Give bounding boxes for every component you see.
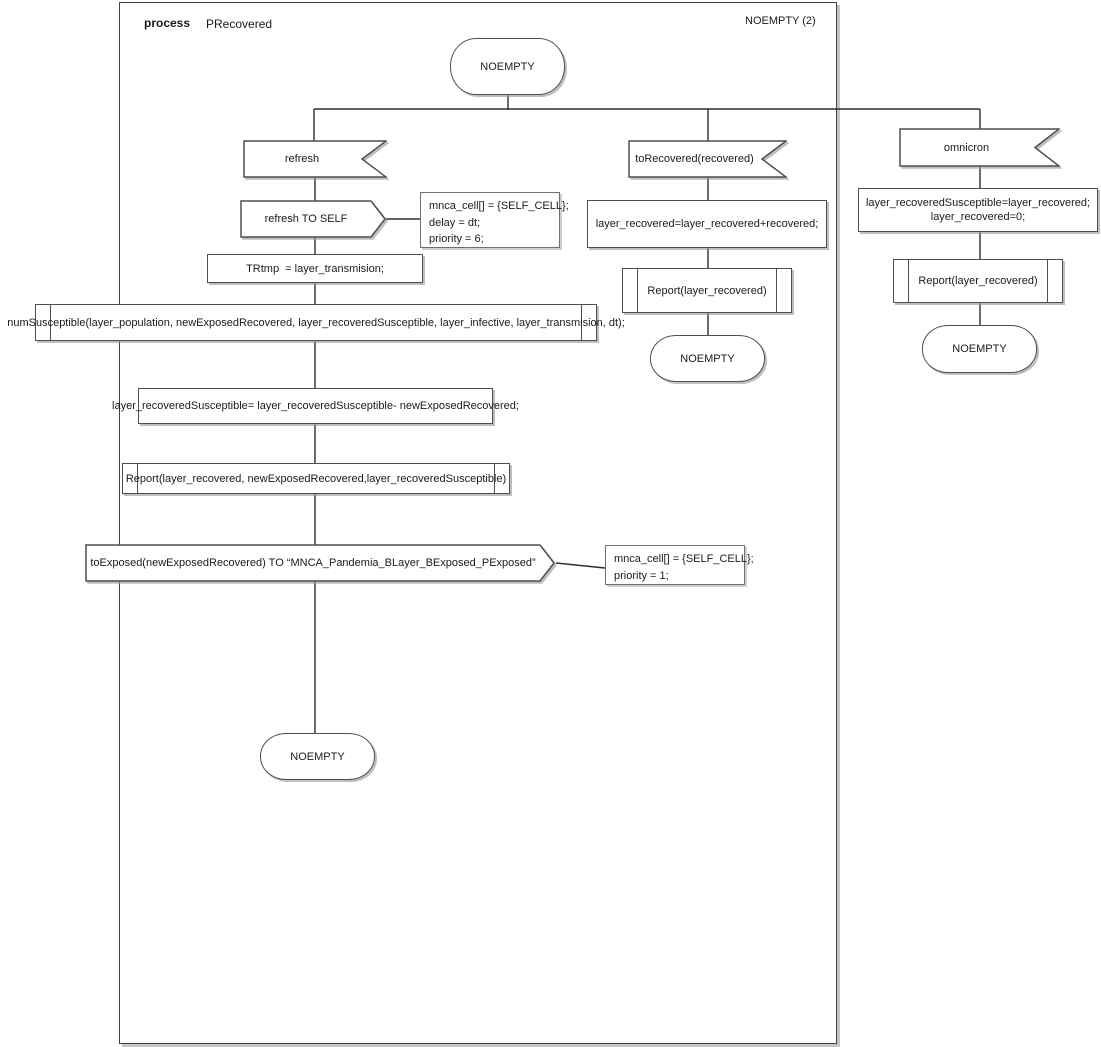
output-refresh-to-self-label: refresh TO SELF xyxy=(264,213,348,225)
task-update-recovered[interactable]: layer_recovered=layer_recovered+recovere… xyxy=(587,200,827,248)
corner-state-label: NOEMPTY (2) xyxy=(745,15,816,27)
task-reset-recovered[interactable]: layer_recoveredSusceptible=layer_recover… xyxy=(858,188,1098,232)
state-noempty-end-left[interactable]: NOEMPTY xyxy=(260,733,375,780)
input-refresh[interactable]: refresh xyxy=(243,140,387,178)
procedure-inner-line xyxy=(50,305,51,340)
state-noempty-end-right[interactable]: NOEMPTY xyxy=(922,325,1037,373)
comment-toexposed-params[interactable]: mnca_cell[] = {SELF_CELL}; priority = 1; xyxy=(605,545,754,585)
procedure-report-right-label: Report(layer_recovered) xyxy=(918,275,1038,287)
comment-line: mnca_cell[] = {SELF_CELL}; xyxy=(614,553,754,565)
comment-line: delay = dt; xyxy=(429,216,481,229)
procedure-inner-line xyxy=(1047,260,1048,302)
procedure-numsusceptible[interactable]: numSusceptible(layer_population, newExpo… xyxy=(7,304,625,341)
input-signal-shape xyxy=(899,128,1060,167)
state-label: NOEMPTY xyxy=(952,343,1007,355)
process-frame xyxy=(119,2,837,1044)
procedure-inner-line xyxy=(494,464,495,493)
state-label: NOEMPTY xyxy=(680,352,735,365)
task-line: layer_recoveredSusceptible=layer_recover… xyxy=(865,197,1091,209)
input-signal-shape xyxy=(243,140,387,178)
input-omnicron[interactable]: omnicron xyxy=(899,128,1060,167)
comment-line: mnca_cell[] = {SELF_CELL}; xyxy=(429,200,569,212)
input-torecovered[interactable]: toRecovered(recovered) xyxy=(628,140,787,178)
procedure-inner-line xyxy=(637,269,638,312)
task-update-recovered-susceptible[interactable]: layer_recoveredSusceptible= layer_recove… xyxy=(112,388,519,424)
procedure-inner-line xyxy=(908,260,909,302)
procedure-inner-line xyxy=(137,464,138,493)
procedure-inner-line xyxy=(776,269,777,312)
task-trtmp[interactable]: TRtmp = layer_transmision; xyxy=(207,254,423,283)
process-name-label: PRecovered xyxy=(206,17,273,31)
state-noempty-start[interactable]: NOEMPTY xyxy=(450,38,565,95)
output-refresh-to-self[interactable]: refresh TO SELF xyxy=(240,200,386,238)
procedure-numsusceptible-label: numSusceptible(layer_population, newExpo… xyxy=(7,316,625,329)
input-signal-shape xyxy=(628,140,787,178)
procedure-report-left-label: Report(layer_recovered, newExposedRecove… xyxy=(125,472,507,485)
state-label: NOEMPTY xyxy=(290,750,345,763)
input-omnicron-label: omnicron xyxy=(943,141,990,154)
state-noempty-start-label: NOEMPTY xyxy=(480,60,535,73)
task-line: layer_recovered=0; xyxy=(930,211,1026,223)
procedure-report-left[interactable]: Report(layer_recovered, newExposedRecove… xyxy=(122,463,510,494)
input-torecovered-label: toRecovered(recovered) xyxy=(635,153,754,165)
procedure-inner-line xyxy=(581,305,582,340)
output-toexposed[interactable]: toExposed(newExposedRecovered) TO “MNCA_… xyxy=(85,544,555,582)
procedure-report-middle-label: Report(layer_recovered) xyxy=(647,284,767,297)
state-noempty-end-middle[interactable]: NOEMPTY xyxy=(650,335,765,382)
comment-line: priority = 1; xyxy=(614,569,669,582)
comment-refresh-params[interactable]: mnca_cell[] = {SELF_CELL}; delay = dt; p… xyxy=(420,192,569,248)
comment-line: priority = 6; xyxy=(429,233,484,245)
output-signal-shape xyxy=(85,544,555,582)
procedure-report-right[interactable]: Report(layer_recovered) xyxy=(893,259,1063,303)
input-refresh-label: refresh xyxy=(284,153,320,165)
task-update-label: layer_recoveredSusceptible= layer_recove… xyxy=(112,400,519,412)
task-update-label: layer_recovered=layer_recovered+recovere… xyxy=(595,218,819,230)
output-toexposed-label: toExposed(newExposedRecovered) TO “MNCA_… xyxy=(90,557,536,569)
process-keyword-label: process xyxy=(144,16,191,30)
task-trtmp-label: TRtmp = layer_transmision; xyxy=(246,262,384,275)
output-signal-shape xyxy=(240,200,386,238)
procedure-report-middle[interactable]: Report(layer_recovered) xyxy=(622,268,792,313)
